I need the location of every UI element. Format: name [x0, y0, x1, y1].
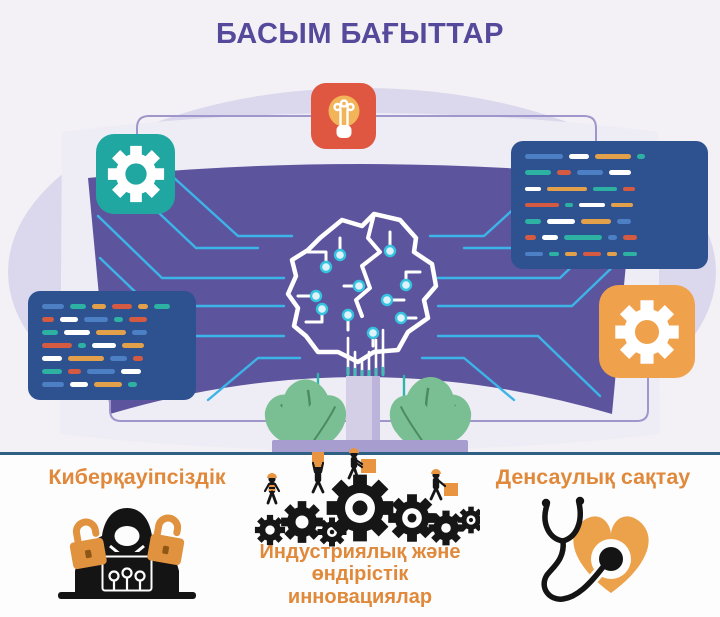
code-line-row — [42, 304, 182, 309]
code-line-row — [525, 219, 694, 224]
bottom-categories-section: Киберқауіпсіздік Денсаулық сақтау Индуст… — [0, 448, 720, 617]
gear-icon — [612, 297, 682, 367]
page-title: БАСЫМ БАҒЫТТАР — [216, 18, 504, 50]
code-line-row — [42, 330, 182, 335]
code-panel-right — [511, 141, 708, 269]
code-line-row — [525, 251, 694, 256]
code-line-row — [42, 356, 182, 361]
code-line-row — [42, 343, 182, 348]
cybersecurity-title: Киберқауіпсіздік — [48, 465, 226, 489]
gear-app-icon-teal — [96, 134, 175, 214]
padlock-open-right — [147, 514, 185, 566]
padlock-open-left — [69, 518, 107, 570]
worker-figures — [263, 448, 458, 505]
stethoscope-heart-icon — [538, 496, 649, 605]
lightbulb-app-icon — [311, 83, 376, 149]
industry-gears-workers-icon — [240, 448, 480, 558]
gear-app-icon-orange — [599, 285, 695, 378]
brain-nodes — [309, 244, 413, 340]
top-illustration-section: БАСЫМ БАҒЫТТАР — [8, 18, 716, 455]
healthcare-title: Денсаулық сақтау — [495, 465, 691, 489]
code-panel-left — [28, 291, 196, 400]
lightbulb-icon — [328, 95, 359, 138]
code-line-row — [525, 170, 694, 175]
stethoscope — [541, 500, 606, 602]
gear-icon — [105, 143, 167, 205]
code-line-row — [525, 154, 694, 159]
code-line-row — [525, 202, 694, 208]
hacker-locks-icon — [58, 508, 196, 599]
industry-title: Индустриялық және өндірістік инновацияла… — [259, 541, 461, 608]
code-line-row — [42, 317, 182, 322]
section-divider-line — [0, 452, 720, 455]
planter-bar — [272, 440, 468, 453]
monitor-stand — [346, 376, 380, 442]
code-line-row — [42, 382, 182, 387]
brain-circuit-icon — [285, 211, 439, 381]
code-line-row — [525, 186, 694, 191]
code-line-row — [42, 369, 182, 374]
code-line-row — [525, 235, 694, 240]
